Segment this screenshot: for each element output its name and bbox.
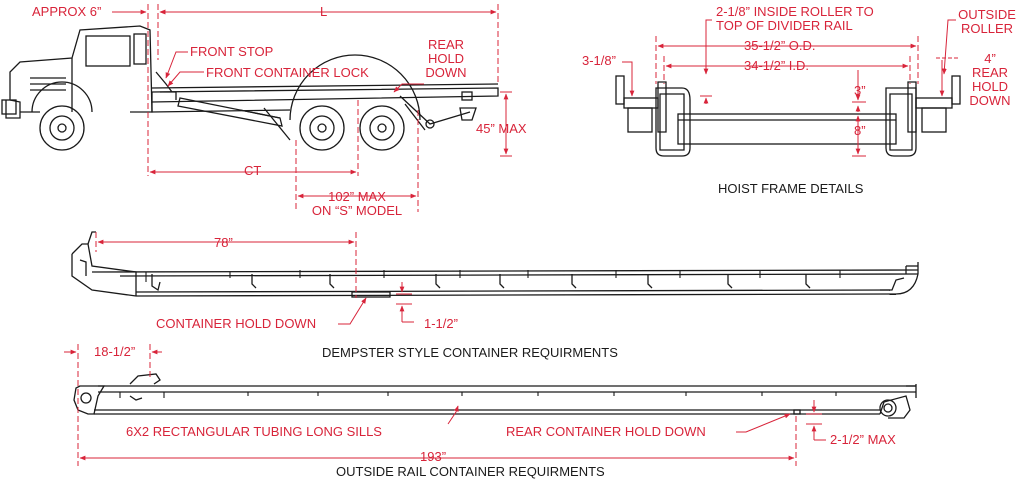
dim-3-1-8-label: 3-1/8”: [582, 53, 616, 68]
inside-roller-line-1: 2-1/8” INSIDE ROLLER TO: [716, 4, 874, 19]
dempster-hooks: [151, 274, 811, 292]
container-hold-down-label: CONTAINER HOLD DOWN: [156, 316, 317, 331]
dim-78-label: 78”: [214, 235, 233, 250]
outside-rail-dimensions: [64, 344, 826, 466]
dempster-cross-members: [145, 270, 841, 282]
hoist-rear-hold-down-line-3: HOLD: [971, 79, 1009, 94]
dim-3-label: 3”: [854, 83, 866, 98]
rear-hold-down-label: REAR HOLD DOWN: [422, 38, 470, 80]
truck-drawing: [1, 25, 499, 151]
truck-dimensions: [112, 4, 512, 212]
front-stop-label: FRONT STOP: [190, 44, 274, 59]
dempster-container-drawing: [71, 231, 919, 298]
outside-rail-container-drawing: [73, 373, 917, 419]
outside-rail-cross-members: [119, 392, 837, 398]
od-label: 35-1/2” O.D.: [744, 38, 816, 53]
rear-hold-down-line-3: DOWN: [425, 65, 467, 80]
hoist-rear-hold-down-line-4: DOWN: [969, 93, 1011, 108]
dempster-dimensions: [95, 232, 414, 325]
dim-2-1-2-max-label: 2-1/2” MAX: [830, 432, 896, 447]
hoist-frame-caption: HOIST FRAME DETAILS: [718, 181, 864, 196]
inside-roller-line-2: TOP OF DIVIDER RAIL: [716, 18, 853, 33]
s-model-line-1: 102” MAX: [328, 189, 386, 204]
max-height-label: 45” MAX: [476, 121, 527, 136]
rear-container-hold-down-label: REAR CONTAINER HOLD DOWN: [506, 424, 706, 439]
id-label: 34-1/2” I.D.: [744, 58, 810, 73]
front-container-lock-label: FRONT CONTAINER LOCK: [206, 65, 369, 80]
hoist-rear-hold-down-line-2: REAR: [971, 65, 1009, 80]
rear-hold-down-line-2: HOLD: [427, 51, 465, 66]
dim-8-label: 8”: [854, 123, 866, 138]
hoist-rear-hold-down-label: 4” REAR HOLD DOWN: [960, 52, 1020, 108]
outside-roller-line-1: OUTSIDE: [958, 7, 1016, 22]
dempster-caption: DEMPSTER STYLE CONTAINER REQUIRMENTS: [322, 345, 618, 360]
outside-rail-caption: OUTSIDE RAIL CONTAINER REQUIRMENTS: [336, 464, 605, 479]
hoist-frame-drawing: [615, 75, 961, 157]
outside-roller-label: OUTSIDE ROLLER: [954, 8, 1020, 36]
s-model-label: 102” MAX ON “S” MODEL: [302, 190, 412, 218]
dim-193-label: 193”: [420, 449, 447, 464]
hoist-frame-dimensions: [622, 19, 958, 157]
ct-label: CT: [244, 163, 262, 178]
hoist-rear-hold-down-line-1: 4”: [984, 51, 996, 66]
rear-hold-down-line-1: REAR: [427, 37, 465, 52]
dim-1-1-2-label: 1-1/2”: [424, 316, 458, 331]
inside-roller-label: 2-1/8” INSIDE ROLLER TO TOP OF DIVIDER R…: [716, 5, 874, 33]
outside-roller-line-2: ROLLER: [960, 21, 1014, 36]
dim-18-1-2-label: 18-1/2”: [94, 344, 136, 359]
tubing-label: 6X2 RECTANGULAR TUBING LONG SILLS: [126, 424, 382, 439]
length-l-label: L: [320, 4, 328, 19]
approx-6-label: APPROX 6”: [32, 4, 102, 19]
s-model-line-2: ON “S” MODEL: [311, 203, 403, 218]
